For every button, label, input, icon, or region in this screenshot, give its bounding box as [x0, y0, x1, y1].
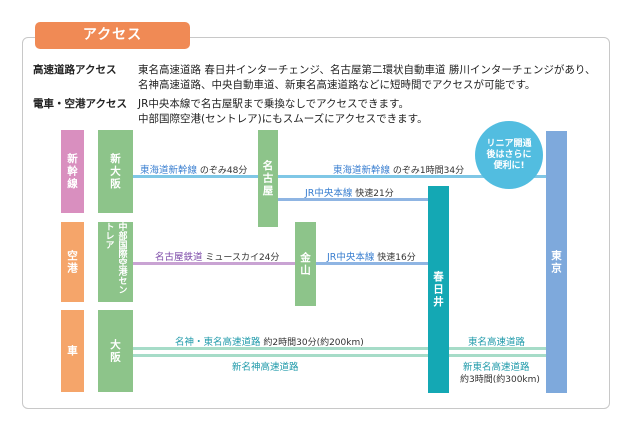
station-kasugai: 春日井 [428, 186, 449, 393]
route-name-r5: JR中央本線 [327, 252, 375, 263]
route-label-r8: 新名神高速道路 [232, 359, 299, 373]
route-line-jr-kanayama-kasugai [316, 262, 430, 265]
route-label-r7: 東名高速道路 [468, 334, 525, 348]
route-label-r3: JR中央本線 快速21分 [305, 185, 394, 199]
linear-note-bubble: リニア開通 後はさらに 便利に! [475, 121, 543, 189]
route-name-r9: 新東名高速道路 [463, 362, 530, 373]
train-access-line-2: 中部国際空港(セントレア)にもスムーズにアクセスできます。 [138, 113, 428, 125]
route-label-r9: 新東名高速道路 [463, 359, 530, 373]
category-shinkansen: 新幹線 [61, 130, 84, 213]
route-detail-r2: のぞみ1時間34分 [392, 166, 465, 176]
route-line-meitetsu [133, 262, 295, 265]
station-osaka: 大阪 [98, 310, 133, 392]
route-name-r4: 名古屋鉄道 [155, 252, 203, 263]
train-access-label: 電車・空港アクセス [33, 98, 127, 110]
route-label-r2: 東海道新幹線 のぞみ1時間34分 [333, 162, 464, 176]
category-car: 車 [61, 310, 84, 392]
route-line-jr-nagoya-kasugai [278, 198, 430, 201]
route-name-r6: 名神・東名高速道路 [175, 337, 261, 348]
route-label-r1: 東海道新幹線 のぞみ48分 [140, 162, 247, 176]
route-detail-r9-label: 約3時間(約300km) [460, 372, 540, 385]
route-line-tokaido-nagoya-tokyo [278, 175, 548, 178]
station-tokyo: 東京 [546, 131, 567, 393]
route-name-r2: 東海道新幹線 [333, 165, 391, 176]
highway-access-line-1: 東名高速道路 春日井インターチェンジ、名古屋第二環状自動車道 勝川インターチェン… [138, 64, 596, 76]
route-label-r5: JR中央本線 快速16分 [327, 249, 416, 263]
route-detail-r1: のぞみ48分 [199, 166, 248, 176]
route-detail-r5: 快速16分 [377, 253, 416, 263]
section-title: アクセス [35, 22, 190, 49]
station-centrair: 中部国際空港セントレア [98, 222, 133, 302]
highway-access-label: 高速道路アクセス [33, 64, 117, 76]
route-name-r8: 新名神高速道路 [232, 362, 299, 373]
highway-access-line-2: 名神高速道路、中央自動車道、新東名高速道路などに短時間でアクセスが可能です。 [138, 79, 536, 91]
route-detail-r6: 約2時間30分(約200km) [263, 338, 364, 348]
linear-note-text: リニア開通 後はさらに 便利に! [486, 138, 532, 171]
route-label-r6: 名神・東名高速道路 約2時間30分(約200km) [175, 334, 364, 348]
station-kanayama: 金山 [295, 222, 316, 306]
route-detail-r3: 快速21分 [355, 189, 394, 199]
route-detail-r4: ミュースカイ24分 [205, 253, 280, 263]
route-line-shin-meishin [133, 354, 548, 357]
route-label-r4: 名古屋鉄道 ミュースカイ24分 [155, 249, 279, 263]
route-line-tokaido-shin-osaka-nagoya [133, 175, 258, 178]
route-line-meishin-tomei [133, 347, 548, 350]
train-access-line-1: JR中央本線で名古屋駅まで乗換なしでアクセスできます。 [138, 98, 410, 110]
station-shin-osaka: 新大阪 [98, 130, 133, 213]
route-name-r1: 東海道新幹線 [140, 165, 198, 176]
category-airport: 空港 [61, 222, 84, 302]
route-detail-r9: 約3時間(約300km) [460, 375, 540, 385]
route-name-r7: 東名高速道路 [468, 337, 526, 348]
route-name-r3: JR中央本線 [305, 188, 353, 199]
station-nagoya: 名古屋 [258, 130, 278, 227]
